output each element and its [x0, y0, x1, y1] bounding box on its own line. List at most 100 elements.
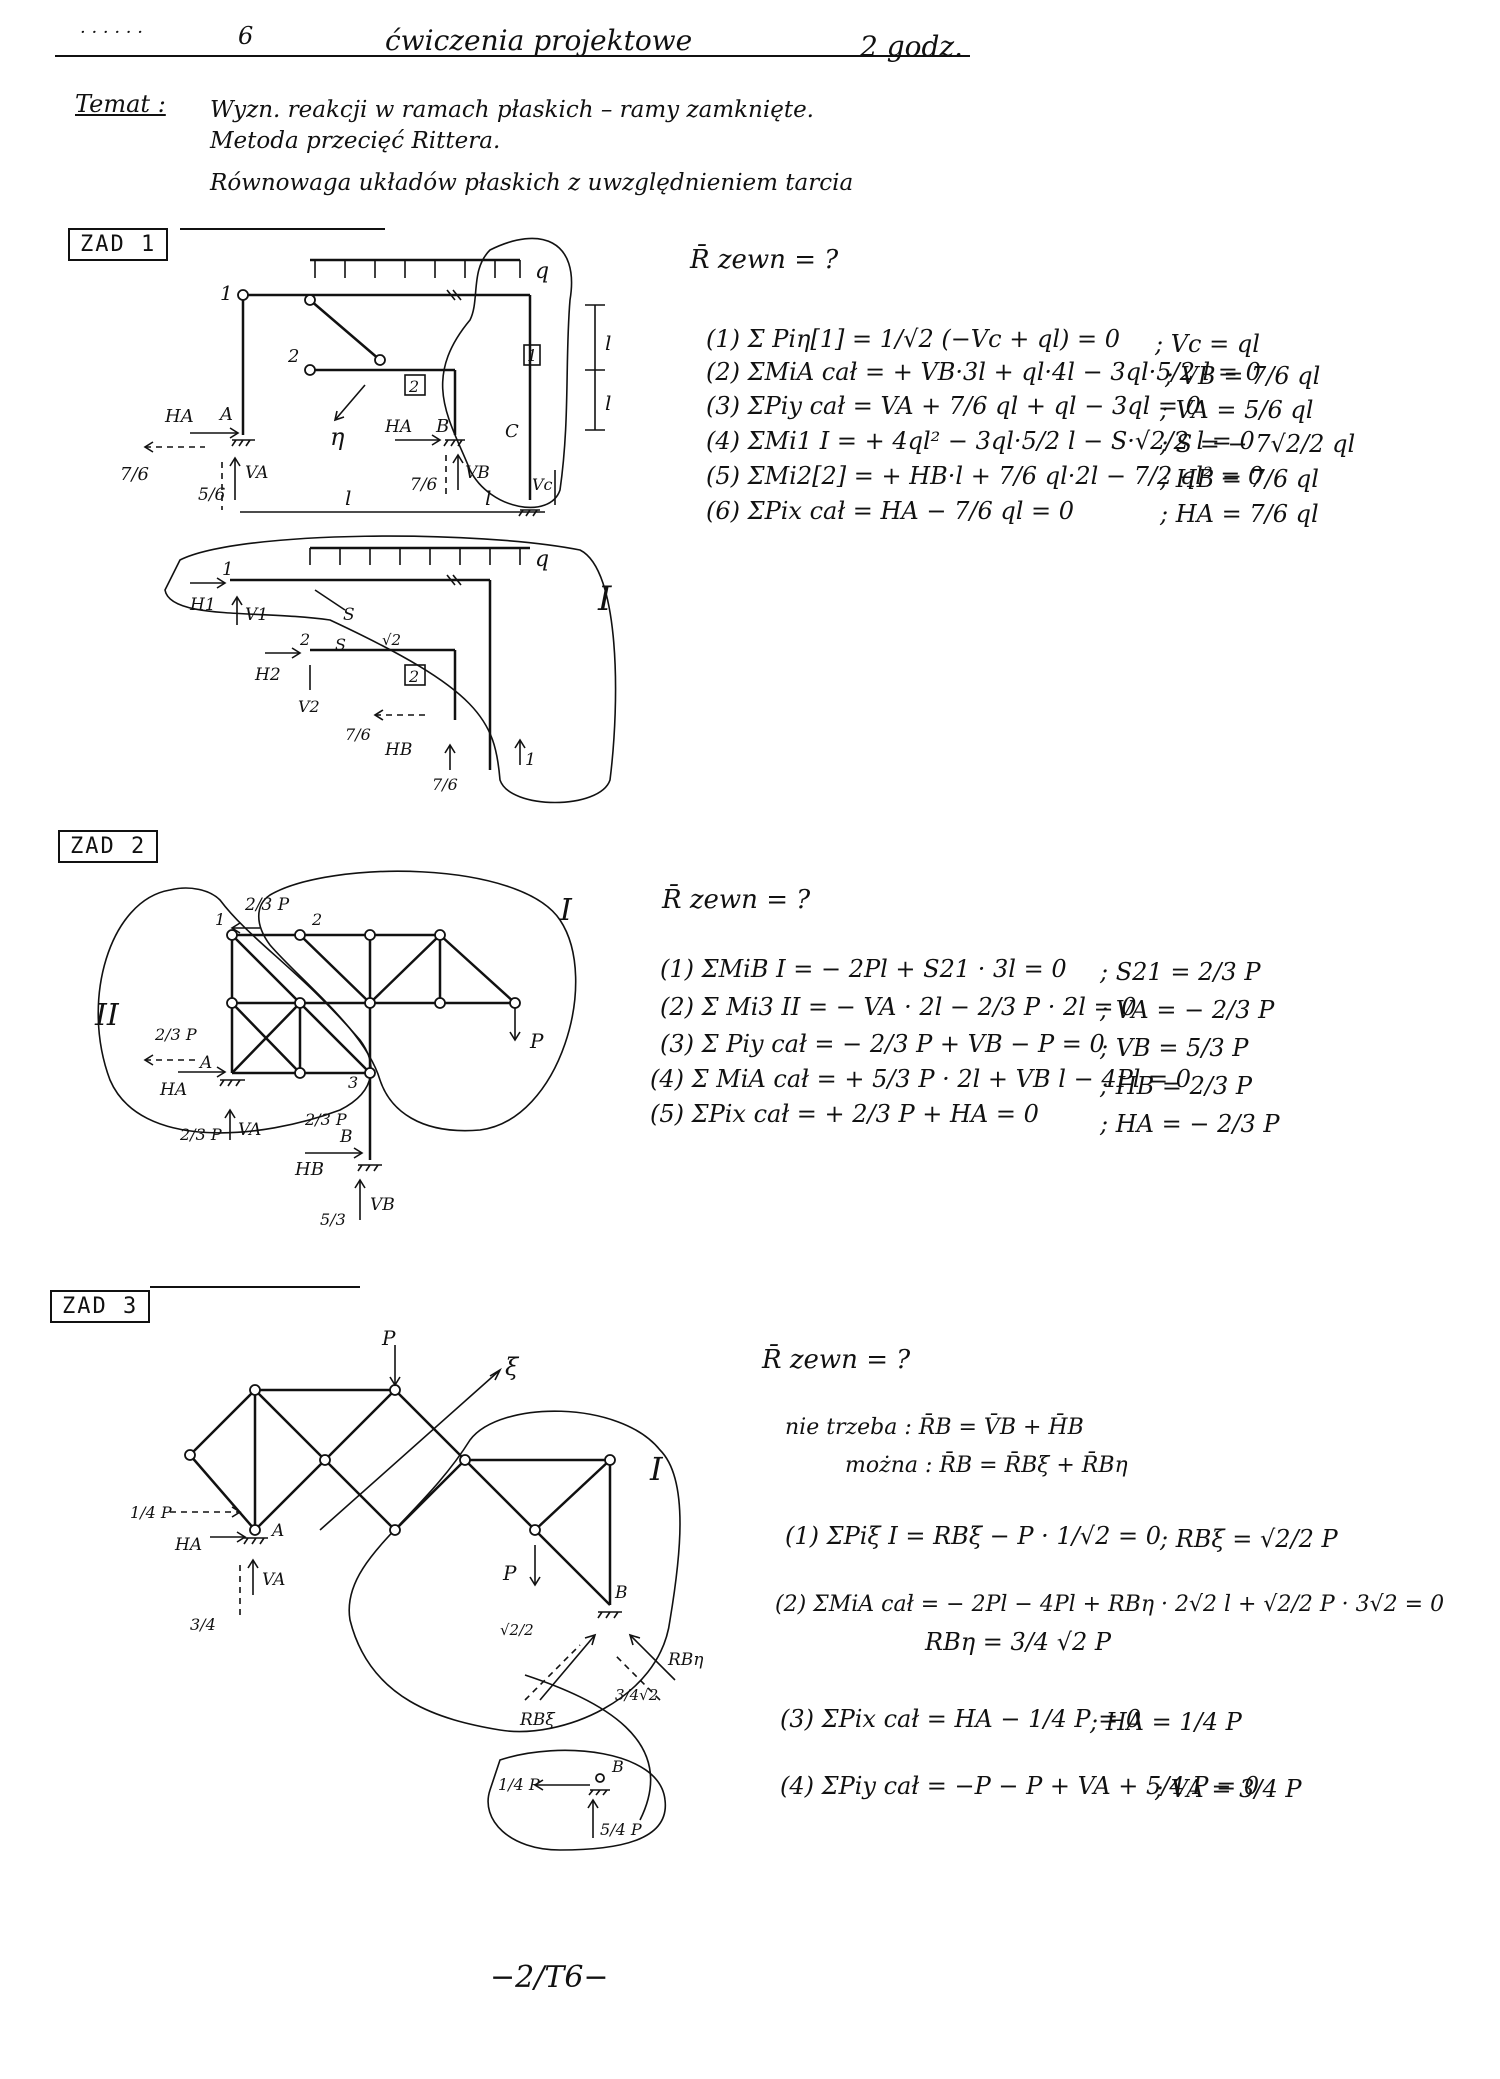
task-1-sqrt2: √2: [382, 631, 401, 649]
task-2-res-1: ; S21 = 2/3 P: [1100, 958, 1261, 986]
task-1-eq-5: (5) ΣMi2[2] = + HB·l + 7/6 ql·2l − 7/2 q…: [706, 462, 1264, 490]
task-1-res-2: ; VB = 7/6 ql: [1165, 362, 1321, 390]
task-1-HB: HB: [384, 740, 412, 760]
topic-line-3: Równowaga układów płaskich z uwzględnien…: [210, 170, 854, 196]
task-1-S2: S: [335, 635, 346, 654]
task-1-HA: HA: [164, 406, 194, 427]
task-1-eq-3: (3) ΣPiy cał = VA + 7/6 ql + ql − 3ql = …: [706, 392, 1201, 420]
task-1-dim-l1: l: [605, 331, 611, 355]
task-1-one: 1: [525, 750, 536, 770]
task-1-frac76-c: 7/6: [345, 725, 371, 744]
header-left-mark: · · · · · ·: [80, 22, 143, 43]
task-1-box-2: 2: [408, 377, 419, 396]
task-3-note-1: nie trzeba : R̄B = V̄B + H̄B: [785, 1415, 1084, 1440]
task-3-s22: √2/2: [500, 1621, 534, 1639]
task-3-res-1: ; RBξ = √2/2 P: [1160, 1525, 1338, 1553]
task-3-eq-2b: RBη = 3/4 √2 P: [925, 1628, 1112, 1656]
task-1-B: B: [435, 416, 449, 437]
topic-label: Temat :: [75, 90, 166, 118]
task-1-frac56: 5/6: [198, 485, 226, 505]
task-3-p14: 1/4 P: [130, 1503, 172, 1522]
task-3-note-2: można : R̄B = R̄Bξ + R̄Bη: [845, 1453, 1128, 1478]
task-1-V1: V1: [245, 605, 268, 625]
task-1-fb-node-2: 2: [299, 630, 310, 649]
task-2-VA: VA: [238, 1120, 261, 1140]
task-1-label: ZAD 1: [68, 228, 169, 261]
task-1-frac76-a: 7/6: [120, 464, 149, 485]
task-1-box-1: 1: [527, 346, 537, 365]
topic-line-1: Wyzn. reakcji w ramach płaskich – ramy z…: [210, 97, 814, 123]
task-3-I: I: [649, 1450, 664, 1488]
task-1-frac76-d: 7/6: [432, 775, 458, 794]
task-2-question: R̄ zewn = ?: [662, 885, 811, 915]
task-2-B: B: [339, 1127, 353, 1147]
task-2-II: II: [94, 998, 120, 1033]
task-3-p54: 5/4 P: [600, 1820, 642, 1839]
task-1-eq-4: (4) ΣMi1 I = + 4ql² − 3ql·5/2 l − S·√2/2…: [706, 427, 1255, 455]
task-1-dim-l2: l: [605, 391, 611, 415]
task-1-node-1: 1: [220, 281, 233, 305]
task-3-HA: HA: [174, 1535, 202, 1555]
task-1-H2: H2: [254, 665, 281, 685]
task-2-p23d: 2/3 P: [304, 1110, 347, 1129]
task-3-RBeta: RBη: [667, 1650, 704, 1670]
header-hours: 2 godz.: [860, 30, 964, 63]
task-1-eq-2: (2) ΣMiA cał = + VB·3l + ql·4l − 3ql·5/2…: [706, 358, 1261, 386]
task-1-rule: [180, 228, 385, 230]
task-2-node-3: 3: [348, 1073, 358, 1092]
task-1-fb-node-1: 1: [222, 559, 233, 580]
task-3-eq-4: (4) ΣPiy cał = −P − P + VA + 5/4 P = 0: [780, 1772, 1260, 1800]
header-title: ćwiczenia projektowe: [385, 24, 693, 57]
task-2-res-4: ; HB = 2/3 P: [1100, 1072, 1253, 1100]
task-3-eq-1: (1) ΣPiξ I = RBξ − P · 1/√2 = 0: [785, 1522, 1161, 1550]
task-1-VA: VA: [245, 463, 268, 483]
topic-line-2: Metoda przecięć Rittera.: [210, 128, 501, 154]
task-2-A: A: [198, 1053, 212, 1073]
task-1-S: S: [343, 605, 355, 625]
task-3-A: A: [270, 1521, 284, 1541]
task-1-res-1: ; Vc = ql: [1155, 330, 1260, 358]
task-3-res-3: ; VA = 3/4 P: [1155, 1775, 1302, 1803]
task-1-frac76-b: 7/6: [410, 475, 438, 495]
task-1-roman-I: I: [597, 579, 612, 619]
task-2-res-5: ; HA = − 2/3 P: [1100, 1110, 1280, 1138]
task-1-res-5: ; HB = 7/6 ql: [1160, 465, 1319, 493]
task-2-VB: VB: [370, 1195, 395, 1215]
header-rule: [55, 55, 970, 57]
task-1-q-label: q: [535, 259, 549, 284]
task-3-B2: B: [611, 1757, 624, 1776]
task-2-eq-1: (1) ΣMiB I = − 2Pl + S21 · 3l = 0: [660, 955, 1067, 983]
task-3-p14b: 1/4 P: [498, 1775, 540, 1794]
task-1-V2: V2: [298, 697, 320, 716]
task-3-P2: P: [502, 1561, 517, 1585]
task-3-P1: P: [381, 1326, 396, 1350]
task-2-res-2: ; VA = − 2/3 P: [1100, 996, 1275, 1024]
task-1-res-3: ; VA = 5/6 ql: [1160, 396, 1314, 424]
task-1-A: A: [218, 404, 233, 425]
task-1-VB: VB: [465, 463, 490, 483]
task-2-figure: P 2/3 P 1 2 3 A B 2/3 P HA 2/3 P VA 2/3 …: [94, 870, 577, 1229]
task-1-Vc: Vc: [532, 475, 553, 494]
task-2-p53: 5/3: [320, 1210, 346, 1229]
task-3-RBxi: RBξ: [519, 1710, 556, 1730]
task-2-p23b: 2/3 P: [154, 1025, 197, 1044]
task-1-question: R̄ zewn = ?: [690, 245, 839, 275]
task-2-p23c: 2/3 P: [179, 1125, 222, 1144]
header-number: 6: [238, 22, 254, 50]
task-3-xi: ξ: [505, 1353, 520, 1381]
task-1-eq-1: (1) Σ Piη[1] = 1/√2 (−Vc + ql) = 0: [706, 325, 1120, 353]
task-2-eq-3: (3) Σ Piy cał = − 2/3 P + VB − P = 0: [660, 1030, 1105, 1058]
task-3-figure: ξ P P A B 1/4 P HA VA 3/4 √2/2 RBξ 3/4√2…: [130, 1326, 704, 1851]
task-2-P: P: [529, 1029, 544, 1053]
task-3-label: ZAD 3: [50, 1290, 151, 1323]
task-1-H1: H1: [189, 595, 216, 615]
task-1-res-6: ; HA = 7/6 ql: [1160, 500, 1319, 528]
task-3-B: B: [614, 1583, 628, 1603]
task-2-node-2: 2: [311, 910, 322, 929]
task-2-I: I: [559, 893, 573, 928]
task-1-C: C: [505, 421, 519, 442]
task-3-VA: VA: [262, 1570, 285, 1590]
task-3-rule: [150, 1286, 360, 1288]
task-1-eta: η: [330, 423, 345, 451]
